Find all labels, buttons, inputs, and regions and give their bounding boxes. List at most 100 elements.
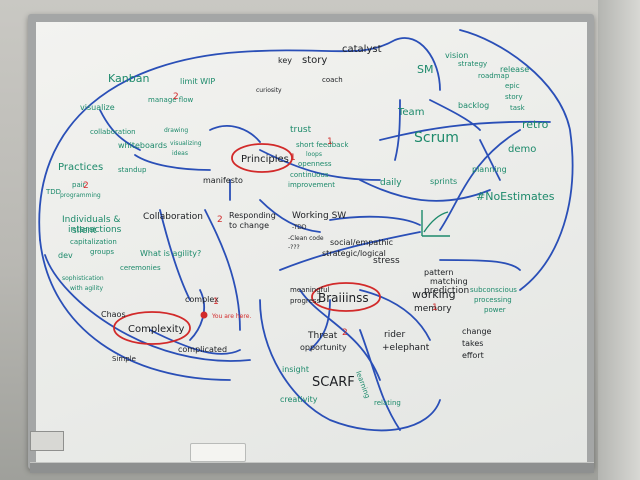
- rider-label: rider: [384, 330, 405, 340]
- effort-label: effort: [462, 351, 484, 360]
- backlog-label: backlog: [458, 101, 489, 110]
- black-handwriting: manifesto Collaboration Responding to ch…: [101, 44, 492, 390]
- complicated-label: complicated: [178, 345, 227, 354]
- wall-pillar: [598, 0, 640, 480]
- groups-label: groups: [90, 248, 114, 256]
- power-label: power: [484, 306, 506, 314]
- epic-label: epic: [505, 82, 520, 90]
- demo-label: demo: [508, 144, 536, 155]
- complexity-label: Complexity: [128, 324, 185, 335]
- social-label: social/empathic: [330, 238, 393, 247]
- manage-flow-label: manage flow: [148, 96, 194, 104]
- complexity-circle: [113, 311, 191, 345]
- standup-label: standup: [118, 166, 147, 174]
- team-label: Team: [397, 107, 424, 118]
- improvement-label: improvement: [288, 181, 335, 189]
- whiteboard-surface: [36, 22, 587, 462]
- stress-label: stress: [373, 256, 400, 266]
- red-handwriting: 2 2 2 1 You are here. 1 1 2 1: [83, 92, 438, 338]
- daily-label: daily: [380, 178, 402, 188]
- pattern-label: pattern: [424, 268, 453, 277]
- manifesto-label: manifesto: [203, 176, 243, 185]
- threat-label: Threat: [307, 331, 338, 341]
- matching-label: matching: [430, 277, 468, 286]
- retro-label: retro: [522, 118, 549, 131]
- red-circles: [113, 143, 381, 345]
- prediction-label: prediction: [424, 286, 469, 296]
- principles-number: 1: [290, 153, 296, 163]
- strategy-label: strategy: [458, 60, 487, 68]
- memory-label: memory: [414, 304, 452, 314]
- noestimates-label: #NoEstimates: [476, 190, 555, 203]
- catalyst-label: catalyst: [342, 44, 382, 55]
- opportunity-label: opportunity: [300, 343, 347, 352]
- elephant-label: +elephant: [382, 343, 430, 353]
- collaboration-small-label: collaboration: [90, 128, 136, 136]
- subconscious-label: subconscious: [470, 286, 517, 294]
- brains-circle: [311, 282, 381, 312]
- complex-label: complex: [185, 295, 219, 304]
- wip-number: 2: [173, 92, 179, 102]
- processing-label: processing: [474, 296, 512, 304]
- task-label: task: [510, 104, 526, 112]
- loops-label: loops: [306, 151, 322, 158]
- principles-label: Principles: [241, 154, 289, 165]
- whiteboard-eraser: [190, 443, 246, 462]
- planning-label: planning: [472, 165, 507, 174]
- story-label: story: [302, 55, 327, 66]
- to-change-label: to change: [229, 221, 269, 230]
- coach-label: coach: [322, 76, 343, 84]
- you-are-here-dot: [200, 311, 208, 319]
- visualize-label: visualize: [80, 103, 115, 112]
- insight-label: insight: [282, 365, 309, 374]
- programming-label: programming: [60, 192, 101, 199]
- pair-label: pair: [72, 181, 86, 189]
- graph-sketch: [421, 210, 450, 237]
- dev-label: dev: [58, 251, 73, 260]
- limit-wip-label: limit WIP: [180, 77, 215, 86]
- whiteboards-label: whiteboards: [118, 141, 167, 150]
- marker-tray: [30, 462, 594, 473]
- working-label: working: [412, 288, 456, 301]
- you-are-here-label: You are here.: [211, 313, 251, 320]
- scrum-label: Scrum: [414, 130, 459, 146]
- takes-label: takes: [462, 339, 483, 348]
- individuals-label: Individuals &: [62, 215, 120, 225]
- curiosity-label: curiosity: [256, 87, 282, 94]
- kanban-label: Kanban: [108, 72, 149, 85]
- interactions-label: interactions: [68, 225, 122, 235]
- complex-number: 1: [213, 297, 219, 307]
- visualizing-label: visualizing: [170, 140, 202, 147]
- ceremonies-label: ceremonies: [120, 264, 161, 272]
- green-handwriting: Kanban visualize manage flow limit WIP c…: [45, 51, 555, 407]
- pair-number: 2: [83, 181, 89, 191]
- chaos-label: Chaos: [101, 310, 126, 319]
- continuous-label: continuous: [290, 171, 329, 179]
- silent-label: silent: [72, 226, 97, 236]
- sm-label: SM: [417, 63, 433, 76]
- sprints-label: sprints: [430, 177, 457, 186]
- trust-label: trust: [290, 125, 312, 135]
- creativity-label: creativity: [280, 395, 318, 404]
- clean-code-label: -Clean code: [288, 235, 324, 242]
- meaningful-label: meaningful: [290, 286, 330, 294]
- scarf-label: SCARF: [312, 375, 355, 390]
- key-label: key: [278, 56, 292, 65]
- story-backlog-label: story: [505, 93, 523, 101]
- memory-number: 1: [432, 303, 438, 313]
- relating-label: relating: [374, 399, 401, 407]
- practices-label: Practices: [58, 162, 103, 173]
- working-sw-label: Working SW: [292, 211, 346, 221]
- learning-label: learning: [354, 370, 371, 400]
- change-label: change: [462, 327, 492, 336]
- blue-connector-lines: [38, 29, 574, 432]
- short-feedback-label: short feedback: [296, 141, 349, 149]
- with-agility-label: with agility: [70, 285, 103, 292]
- board-label-plate: [30, 431, 64, 451]
- simple-label: Simple: [112, 355, 136, 363]
- brains-label: Braiiinss: [318, 291, 369, 305]
- responding-label: Responding: [229, 211, 276, 220]
- openness-label: openness: [298, 160, 332, 168]
- tdd-item-label: -TDD: [292, 224, 307, 231]
- collaboration-label: Collaboration: [143, 212, 203, 222]
